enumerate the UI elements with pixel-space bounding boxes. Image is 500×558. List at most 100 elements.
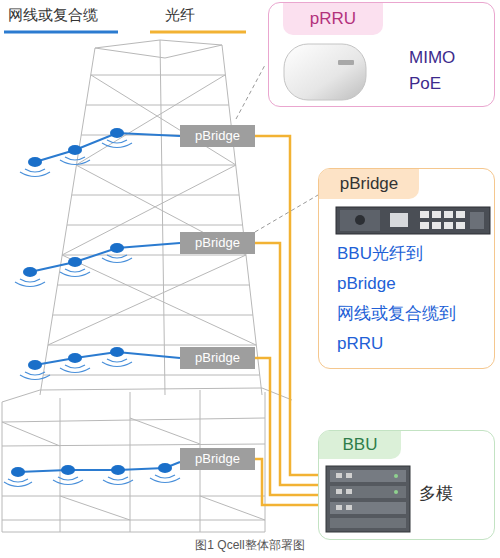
leader-line	[255, 195, 318, 232]
prru-dot	[28, 360, 42, 370]
network-cable	[18, 133, 180, 472]
legend-sample	[4, 31, 246, 34]
bbu-device	[394, 490, 398, 494]
box-label: pBridge	[195, 232, 240, 254]
bbu-device	[346, 505, 352, 510]
box-label: pBridge	[195, 448, 240, 470]
building-sketch	[62, 165, 246, 255]
building-sketch	[2, 418, 265, 532]
bbu-device	[330, 502, 406, 514]
callout-panel: pBridgeBBU光纤到 pBridge 网线或复合缆到 pRRU	[318, 168, 495, 369]
pbridge-device	[355, 215, 365, 225]
signal-wave	[53, 477, 83, 485]
prru-dot	[111, 465, 125, 475]
network-cable	[30, 243, 180, 272]
panel-heading: pRRU	[283, 3, 383, 35]
box-label: pBridge	[195, 347, 240, 369]
building-sketch	[57, 285, 249, 286]
bbu-device	[326, 466, 410, 532]
panel-heading: BBU	[319, 431, 401, 459]
legend-sample	[150, 31, 246, 34]
pbridge-box: pBridge	[180, 125, 255, 147]
pbridge-device	[340, 210, 380, 231]
bbu-device	[336, 489, 342, 494]
prru-dot	[11, 467, 25, 477]
prru-dot	[23, 267, 37, 277]
signal-wave	[20, 169, 50, 177]
prru-dot	[158, 463, 172, 473]
network-cable	[35, 352, 180, 365]
leader-line	[236, 65, 265, 119]
box-label: pBridge	[195, 125, 240, 147]
prru-dot	[68, 353, 82, 363]
building-sketch	[2, 390, 265, 532]
signal-wave	[15, 279, 45, 287]
building-sketch	[86, 105, 229, 106]
panel-heading: pBridge	[319, 169, 419, 199]
pbridge-device	[470, 212, 484, 229]
fiber-cable	[255, 136, 318, 475]
bbu-device	[336, 473, 342, 478]
pbridge-device	[432, 211, 441, 218]
bbu-device	[346, 489, 352, 494]
building-sketch	[76, 75, 236, 165]
signal-wave	[103, 477, 133, 485]
building-sketch	[67, 225, 243, 226]
bbu-device	[394, 474, 398, 478]
pbridge-device	[336, 207, 490, 234]
signal-wave	[102, 359, 132, 367]
pbridge-device	[390, 213, 408, 227]
signal-wave	[60, 157, 90, 165]
building-sketch	[43, 375, 260, 376]
panel-body: MIMO PoE	[409, 45, 471, 97]
prru-dot	[110, 347, 124, 357]
prru-dot	[11, 128, 172, 477]
signal-wave	[4, 140, 180, 487]
fiber-cable	[255, 358, 318, 495]
legend-item: 网线或复合缆	[8, 6, 98, 25]
network-cable	[35, 133, 180, 162]
prru-dot	[110, 243, 124, 253]
bbu-device	[330, 518, 406, 528]
panel-body: BBU光纤到 pBridge 网线或复合缆到 pRRU	[337, 239, 472, 359]
prru-dot	[68, 257, 82, 267]
fiber-cable	[255, 459, 318, 505]
building-sketch	[62, 255, 246, 256]
prru-dot	[28, 157, 42, 167]
building-sketch	[91, 75, 226, 76]
bbu-device	[330, 470, 406, 482]
building-sketch	[2, 418, 265, 520]
building-sketch	[95, 45, 222, 58]
panel-body: 多模	[419, 479, 479, 509]
callout-panel: pRRU MIMO PoE	[268, 2, 495, 107]
bbu-device	[346, 473, 352, 478]
building-sketch	[48, 345, 256, 346]
signal-wave	[102, 255, 132, 263]
pbridge-box: pBridge	[180, 347, 255, 369]
pbridge-box: pBridge	[180, 232, 255, 254]
pbridge-device	[456, 211, 465, 218]
callout-panel: BBU 多模	[318, 430, 495, 540]
pbridge-device	[444, 222, 453, 229]
figure-caption: 图1 Qcell整体部署图	[0, 538, 500, 552]
prru-device	[338, 60, 354, 65]
pbridge-device	[444, 211, 453, 218]
fiber-cable	[255, 243, 318, 485]
bbu-device	[326, 466, 410, 532]
pbridge-device	[336, 207, 490, 234]
pbridge-device	[420, 211, 429, 218]
signal-wave	[60, 365, 90, 373]
legend-text: 光纤	[165, 6, 195, 23]
building-sketch	[48, 255, 256, 345]
pbridge-device	[420, 222, 429, 229]
bbu-device	[336, 505, 342, 510]
signal-wave	[4, 479, 32, 487]
prru-dot	[110, 128, 124, 138]
prru-device	[284, 44, 366, 100]
building-sketch	[2, 40, 292, 532]
building-sketch	[2, 388, 292, 402]
pbridge-box: pBridge	[180, 448, 255, 470]
signal-wave	[150, 475, 180, 483]
building-sketch	[160, 40, 165, 395]
